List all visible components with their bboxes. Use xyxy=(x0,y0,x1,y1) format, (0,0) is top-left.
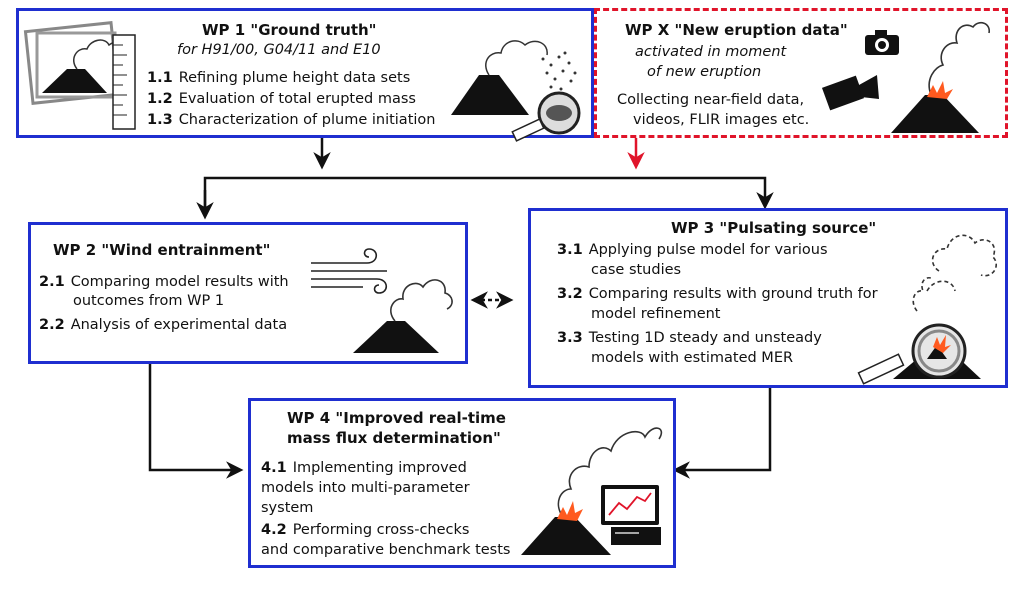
wp2-title: WP 2 "Wind entrainment" xyxy=(53,241,271,259)
wpx-body-line-1: Collecting near-field data, xyxy=(617,92,805,108)
wp1-subtitle: for H91/00, G04/11 and E10 xyxy=(177,42,381,58)
pulsating-plume-magnifier-icon xyxy=(857,234,997,385)
wp1-title: WP 1 "Ground truth" xyxy=(202,21,377,39)
wp4-item-2-cont: and comparative benchmark tests xyxy=(261,542,511,558)
arrow-wp2-wp4 xyxy=(148,363,244,479)
wp4-item-1-cont-2: system xyxy=(261,500,314,516)
wp3-item-3-cont: models with estimated MER xyxy=(591,350,794,366)
video-camera-icon xyxy=(821,75,879,111)
measuring-volcano-icon xyxy=(23,21,136,130)
wp4-title-line-1: WP 4 "Improved real-time xyxy=(287,409,506,427)
wp4-box: WP 4 "Improved real-time mass flux deter… xyxy=(248,398,676,568)
erupting-volcano-icon xyxy=(891,21,990,133)
wp1-box: WP 1 "Ground truth" for H91/00, G04/11 a… xyxy=(16,8,594,142)
wpx-body-line-2: videos, FLIR images etc. xyxy=(633,112,810,128)
wp4-item-1-cont-1: models into multi-parameter xyxy=(261,480,470,496)
volcano-ash-magnifier-icon xyxy=(451,40,581,142)
arrow-wp3-wp4 xyxy=(672,387,772,479)
wp4-title-line-2: mass flux determination" xyxy=(287,429,501,447)
wpx-box: WP X "New eruption data" activated in mo… xyxy=(594,8,1008,138)
camera-icon xyxy=(865,30,899,55)
wp3-item-1-cont: case studies xyxy=(591,262,682,278)
volcano-monitor-icon xyxy=(521,427,663,555)
wp2-item-1-cont: outcomes from WP 1 xyxy=(73,293,225,309)
wind-volcano-icon xyxy=(311,248,453,353)
wp3-title: WP 3 "Pulsating source" xyxy=(671,219,877,237)
wpx-title: WP X "New eruption data" xyxy=(625,21,848,39)
wpx-subtitle-line-1: activated in moment xyxy=(635,44,787,60)
wp3-item-2-cont: model refinement xyxy=(591,306,721,322)
wpx-subtitle-line-2: of new eruption xyxy=(647,64,762,80)
